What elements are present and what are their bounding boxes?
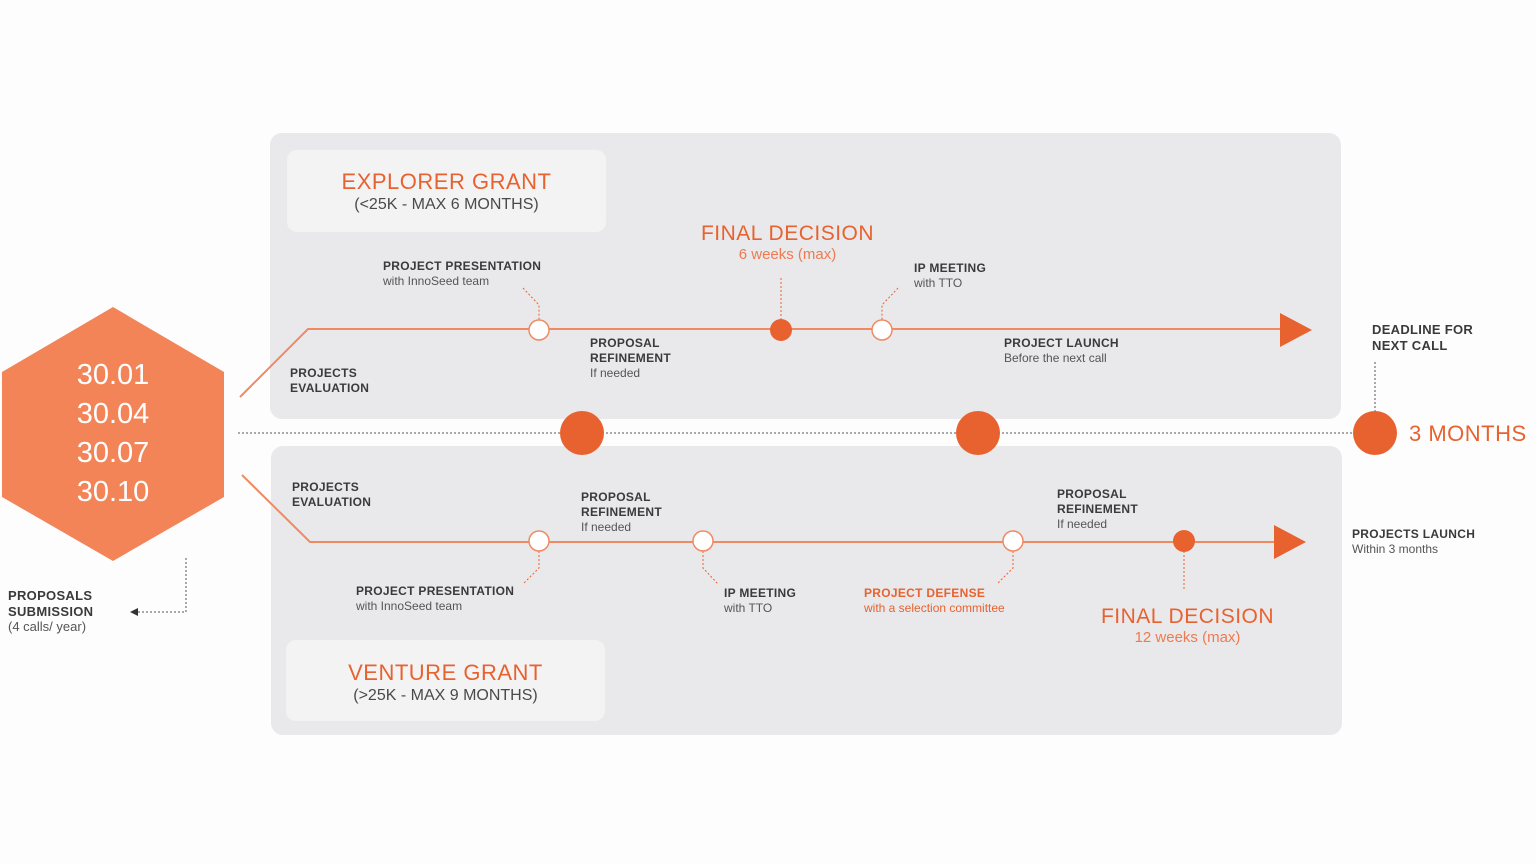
explorer-launch: PROJECT LAUNCH Before the next call [1004, 336, 1119, 365]
label: REFINEMENT [581, 505, 662, 519]
explorer-evaluation: PROJECTS EVALUATION [290, 366, 369, 396]
projects-launch: PROJECTS LAUNCH Within 3 months [1352, 527, 1475, 556]
sublabel: If needed [1057, 517, 1108, 531]
explorer-timeline [239, 328, 1282, 398]
milestone-node [1002, 530, 1024, 552]
deadline-duration: 3 MONTHS [1409, 421, 1527, 446]
venture-ip-meeting: IP MEETING with TTO [724, 586, 796, 615]
call-node [956, 411, 1000, 455]
explorer-final-decision: FINAL DECISION 6 weeks (max) [680, 222, 895, 264]
label: PROJECT LAUNCH [1004, 336, 1119, 350]
label: PROJECTS [290, 366, 358, 380]
venture-defense: PROJECT DEFENSE with a selection committ… [864, 586, 1005, 615]
submission-sub: (4 calls/ year) [8, 619, 87, 634]
label: PROPOSAL [590, 336, 660, 350]
sublabel: Within 3 months [1352, 542, 1439, 556]
connector [522, 287, 540, 320]
label: REFINEMENT [590, 351, 671, 365]
venture-refinement-2: PROPOSAL REFINEMENT If needed [1057, 487, 1138, 531]
deadline-label: DEADLINE FOR NEXT CALL [1372, 322, 1473, 354]
label: FINAL DECISION [700, 222, 875, 245]
connector [522, 551, 540, 585]
explorer-ip-meeting: IP MEETING with TTO [914, 261, 986, 290]
call-date: 30.04 [76, 398, 150, 430]
connector [702, 551, 719, 585]
submission-title: SUBMISSION [8, 604, 94, 619]
explorer-refinement: PROPOSAL REFINEMENT If needed [590, 336, 671, 380]
sublabel: 6 weeks (max) [738, 246, 837, 263]
explorer-presentation: PROJECT PRESENTATION with InnoSeed team [383, 259, 541, 288]
milestone-node [692, 530, 714, 552]
label: FINAL DECISION [1100, 605, 1275, 628]
label: DEADLINE FOR [1372, 322, 1474, 337]
final-decision-node [1173, 530, 1195, 552]
sublabel: 12 weeks (max) [1134, 629, 1241, 646]
submission-connector [138, 558, 187, 613]
label: REFINEMENT [1057, 502, 1138, 516]
sublabel: If needed [590, 366, 641, 380]
label: PROPOSAL [1057, 487, 1127, 501]
connector [996, 551, 1014, 585]
explorer-title: EXPLORER GRANT [341, 169, 552, 194]
sublabel: with InnoSeed team [356, 599, 463, 613]
call-dates: 30.01 30.04 30.07 30.10 [0, 300, 226, 512]
milestone-node [528, 530, 550, 552]
call-date: 30.07 [76, 437, 150, 469]
submission-label: PROPOSALS SUBMISSION (4 calls/ year) [8, 588, 93, 634]
venture-title: VENTURE GRANT [348, 660, 543, 685]
venture-title-box: VENTURE GRANT (>25K - MAX 9 MONTHS) [286, 640, 605, 721]
label: PROJECTS LAUNCH [1352, 527, 1476, 541]
venture-subtitle: (>25K - MAX 9 MONTHS) [353, 687, 538, 704]
submission-arrow-icon [130, 608, 138, 616]
venture-refinement-1: PROPOSAL REFINEMENT If needed [581, 490, 662, 534]
call-date: 30.01 [76, 359, 150, 391]
sublabel: If needed [581, 520, 632, 534]
venture-arrow-icon [1274, 525, 1306, 559]
venture-presentation: PROJECT PRESENTATION with InnoSeed team [356, 584, 514, 613]
label: PROJECT PRESENTATION [356, 584, 515, 598]
sublabel: with TTO [724, 601, 773, 615]
explorer-subtitle: (<25K - MAX 6 MONTHS) [354, 196, 539, 213]
label: PROJECT DEFENSE [864, 586, 986, 600]
call-node [560, 411, 604, 455]
milestone-node [528, 319, 550, 341]
venture-final-decision: FINAL DECISION 12 weeks (max) [1080, 605, 1295, 647]
explorer-title-box: EXPLORER GRANT (<25K - MAX 6 MONTHS) [287, 150, 606, 232]
explorer-arrow-icon [1280, 313, 1312, 347]
label: PROJECT PRESENTATION [383, 259, 542, 273]
sublabel: with a selection committee [864, 601, 1005, 615]
label: NEXT CALL [1372, 338, 1448, 353]
venture-evaluation: PROJECTS EVALUATION [292, 480, 371, 510]
deadline-node [1353, 411, 1397, 455]
label: PROPOSAL [581, 490, 651, 504]
label: EVALUATION [290, 381, 370, 395]
label: EVALUATION [292, 495, 372, 509]
dates-hexagon [2, 307, 224, 561]
connector [881, 287, 899, 320]
sublabel: Before the next call [1004, 351, 1107, 365]
sublabel: with TTO [914, 276, 963, 290]
submission-title: PROPOSALS [8, 588, 93, 603]
milestone-node [871, 319, 893, 341]
label: IP MEETING [724, 586, 797, 600]
call-date: 30.10 [76, 476, 150, 508]
venture-timeline [241, 474, 1276, 543]
label: PROJECTS [292, 480, 360, 494]
sublabel: with InnoSeed team [383, 274, 490, 288]
final-decision-node [770, 319, 792, 341]
label: IP MEETING [914, 261, 987, 275]
